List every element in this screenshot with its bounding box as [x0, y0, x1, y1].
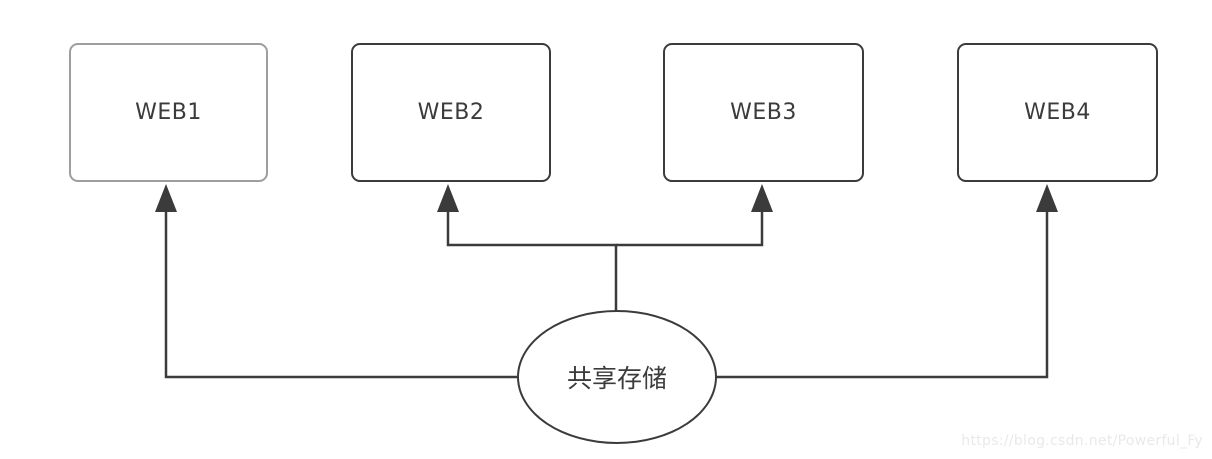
node-web2-label: WEB2 [417, 100, 485, 125]
edge-storage-web2 [446, 211, 618, 311]
edge-storage-web1 [164, 211, 517, 379]
arrowhead-web1-icon [155, 184, 177, 212]
arrowhead-web4-icon [1036, 184, 1058, 212]
node-web4: WEB4 [957, 43, 1158, 182]
arrowhead-web3-icon [751, 184, 773, 212]
node-web3: WEB3 [663, 43, 864, 182]
watermark-url: https://blog.csdn.net/Powerful_Fy [961, 433, 1203, 449]
node-web1: WEB1 [69, 43, 268, 182]
node-shared-storage: 共享存储 [517, 310, 717, 444]
arrowhead-web2-icon [437, 184, 459, 212]
edge-storage-web4 [715, 211, 1049, 379]
node-web1-label: WEB1 [135, 100, 202, 125]
node-web2: WEB2 [351, 43, 551, 182]
node-shared-storage-label: 共享存储 [566, 364, 667, 393]
node-web3-label: WEB3 [730, 100, 797, 125]
node-web4-label: WEB4 [1024, 100, 1091, 125]
edge-storage-web3 [616, 211, 764, 247]
